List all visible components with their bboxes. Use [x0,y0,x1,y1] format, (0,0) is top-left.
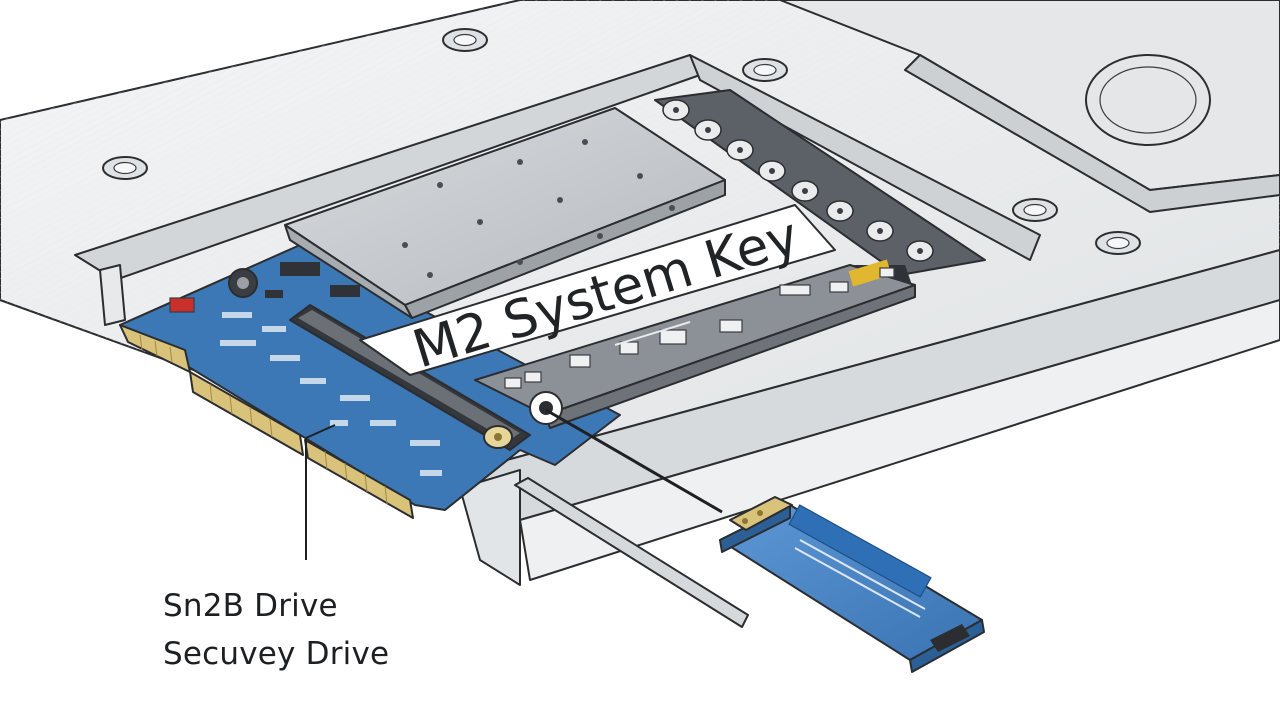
heatsink-module [284,107,726,319]
callout-label-line1: Sn2B Drive [163,588,338,624]
inner-mount-board [654,89,986,276]
mount-pads [662,99,934,262]
chassis-screw-holes [102,28,1211,255]
probe-lever [514,408,749,628]
loose-ssd-stick [719,496,985,673]
callout-leader [305,424,336,560]
callout-label-line2: Secuvey Drive [163,636,390,672]
